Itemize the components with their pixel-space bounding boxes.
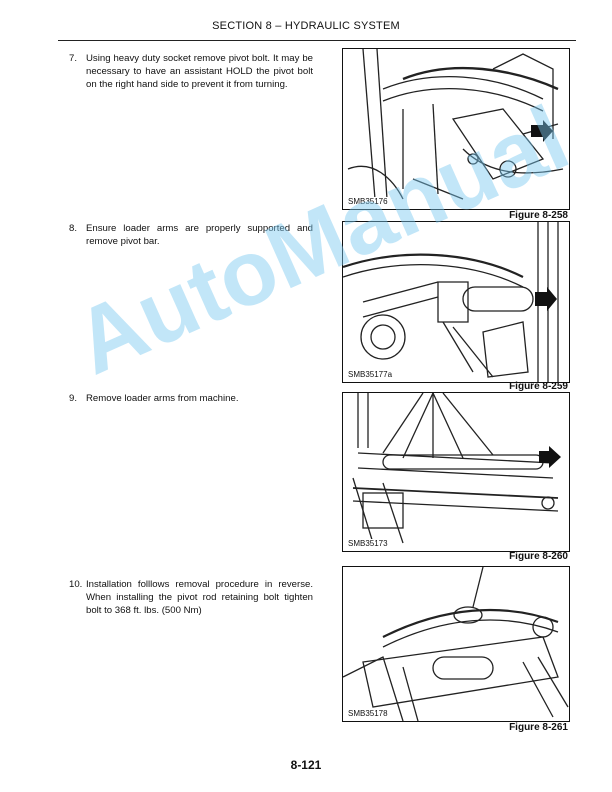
- step-number: 7.: [69, 53, 78, 64]
- step-8: 8. Ensure loader arms are properly suppo…: [69, 222, 313, 248]
- step-number: 8.: [69, 223, 78, 234]
- step-7: 7. Using heavy duty socket remove pivot …: [69, 52, 313, 91]
- step-text: Using heavy duty socket remove pivot bol…: [86, 53, 313, 90]
- figure-code: SMB35173: [346, 539, 390, 548]
- loader-arm-removal-illustration: [352, 393, 561, 544]
- header-rule: [58, 40, 576, 41]
- step-number: 10.: [69, 579, 83, 590]
- figure-code: SMB35177a: [346, 370, 395, 379]
- figure-code: SMB35176: [346, 197, 390, 206]
- figure-8-260-image: SMB35173: [342, 392, 570, 552]
- pivot-rod-installation-illustration: [343, 567, 569, 721]
- figure-code: SMB35178: [346, 709, 390, 718]
- figure-caption: Figure 8-261: [509, 722, 568, 733]
- step-9: 9. Remove loader arms from machine.: [69, 392, 313, 405]
- page-number: 8-121: [290, 758, 322, 772]
- figure-8-259-image: SMB35177a: [342, 221, 570, 383]
- figure-8-258-image: SMB35176: [342, 48, 570, 210]
- step-10: 10. Installation folllows removal proced…: [69, 578, 313, 617]
- figure-caption: Figure 8-258: [509, 210, 568, 221]
- step-text: Remove loader arms from machine.: [86, 393, 239, 404]
- step-number: 9.: [69, 393, 78, 404]
- section-header: SECTION 8 – HYDRAULIC SYSTEM: [212, 20, 400, 32]
- figure-caption: Figure 8-259: [509, 381, 568, 392]
- step-text: Installation folllows removal procedure …: [86, 579, 313, 616]
- step-text: Ensure loader arms are properly supporte…: [86, 223, 313, 247]
- figure-8-261-image: SMB35178: [342, 566, 570, 722]
- loader-pivot-bar-illustration: [343, 222, 559, 382]
- loader-pivot-bolt-illustration: [347, 49, 564, 200]
- figure-caption: Figure 8-260: [509, 551, 568, 562]
